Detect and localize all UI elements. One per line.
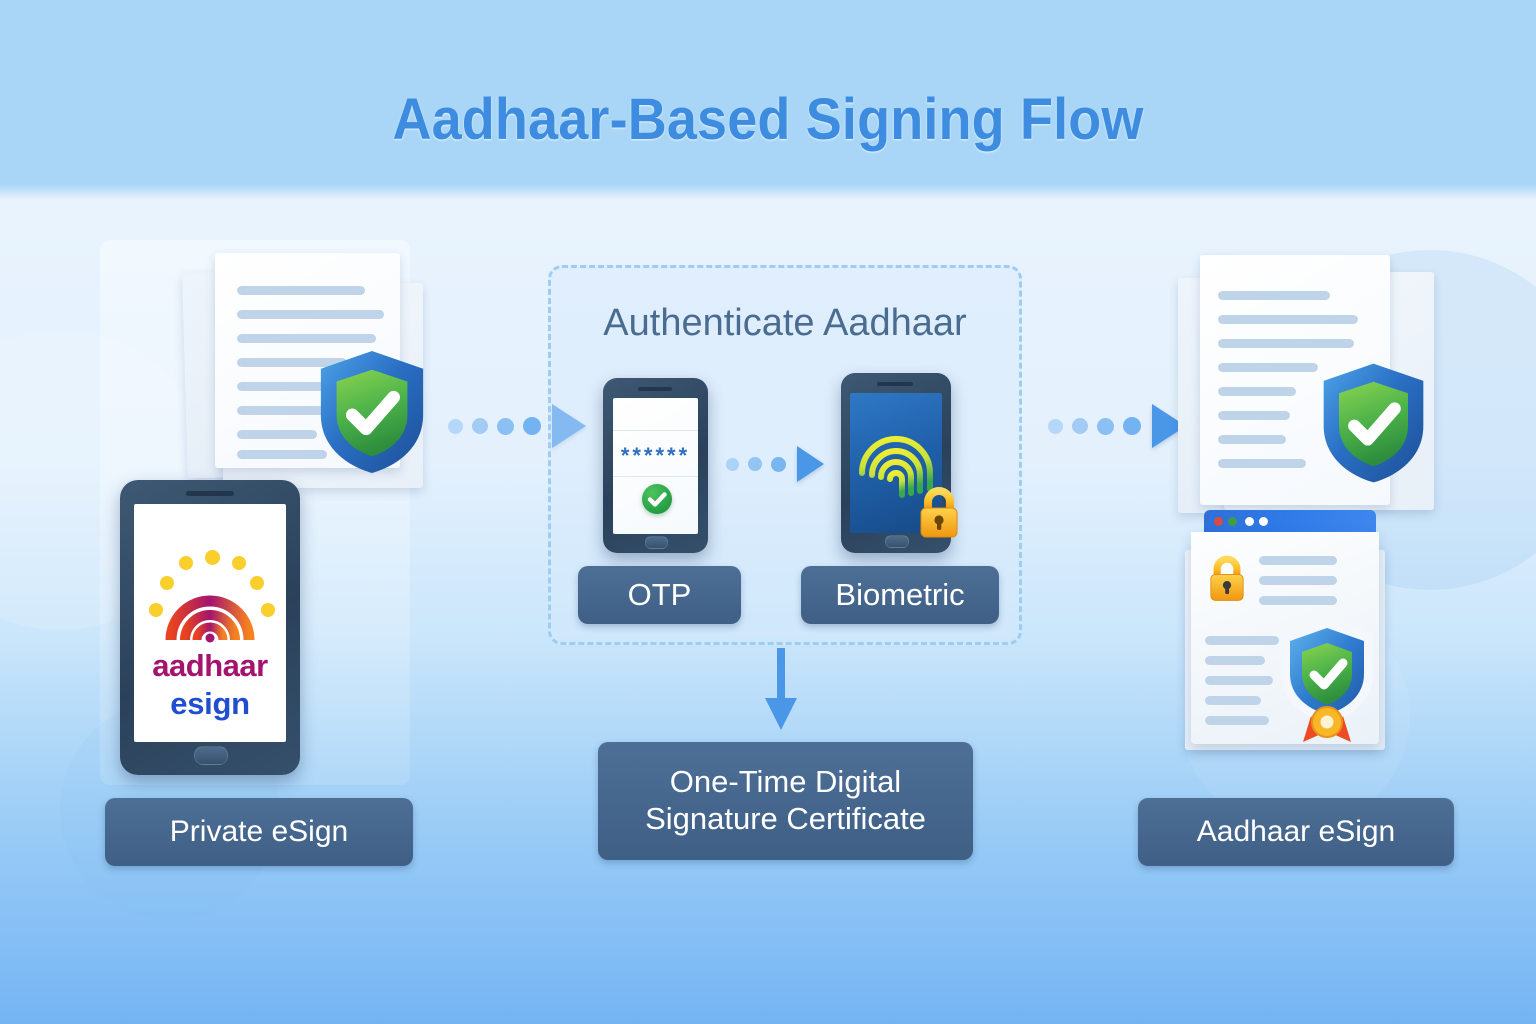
shield-check-icon [1316, 360, 1431, 486]
green-check-icon [642, 484, 672, 514]
tablet-device-icon: aadhaar esign [120, 480, 300, 775]
device-screen: aadhaar esign [134, 504, 286, 742]
browser-minimize-dot[interactable] [1228, 517, 1237, 526]
private-esign-panel: aadhaar esign [90, 235, 424, 795]
one-time-dsc-label: One-Time Digital Signature Certificate [598, 742, 973, 860]
shield-check-icon [313, 348, 431, 476]
padlock-icon [913, 483, 965, 541]
page-title: Aadhaar-Based Signing Flow [392, 87, 1144, 152]
aadhaar-esign-panel [1140, 240, 1530, 800]
authenticate-aadhaar-title: Authenticate Aadhaar [603, 302, 967, 344]
esign-wordmark: esign [170, 686, 250, 721]
browser-close-dot[interactable] [1214, 517, 1223, 526]
device-home-button[interactable] [194, 746, 228, 765]
device-speaker [186, 491, 234, 496]
otp-method-button[interactable]: OTP [578, 566, 741, 624]
phone-fingerprint-icon [841, 373, 958, 553]
aadhaar-wordmark: aadhaar [152, 648, 268, 683]
aadhaar-esign-label: Aadhaar eSign [1138, 798, 1454, 866]
private-esign-label: Private eSign [105, 798, 413, 866]
arrow-left-to-center [448, 404, 586, 448]
document-stack-icon [1178, 250, 1438, 530]
phone-otp-icon: ****** [603, 378, 708, 553]
arrow-head-icon [552, 404, 586, 448]
browser-window-icon [1172, 510, 1462, 800]
authenticate-aadhaar-group: Authenticate Aadhaar ****** [548, 265, 1022, 645]
aadhaar-sun-logo [142, 548, 278, 648]
shield-award-ribbon-icon [1273, 616, 1381, 744]
padlock-icon [1203, 552, 1251, 604]
browser-content [1191, 532, 1379, 744]
biometric-method-button[interactable]: Biometric [801, 566, 999, 624]
otp-phone-screen: ****** [613, 398, 698, 534]
arrow-otp-to-biometric [726, 446, 824, 482]
arrow-head-icon [797, 446, 824, 482]
otp-masked-value: ****** [620, 443, 691, 468]
document-stack-icon [182, 253, 425, 488]
browser-tab-dot[interactable] [1245, 517, 1254, 526]
arrow-center-to-certificate [761, 648, 801, 734]
dsc-label-line1: One-Time Digital [669, 764, 902, 800]
dsc-label-line2: Signature Certificate [645, 801, 926, 836]
browser-tab-dot[interactable] [1259, 517, 1268, 526]
